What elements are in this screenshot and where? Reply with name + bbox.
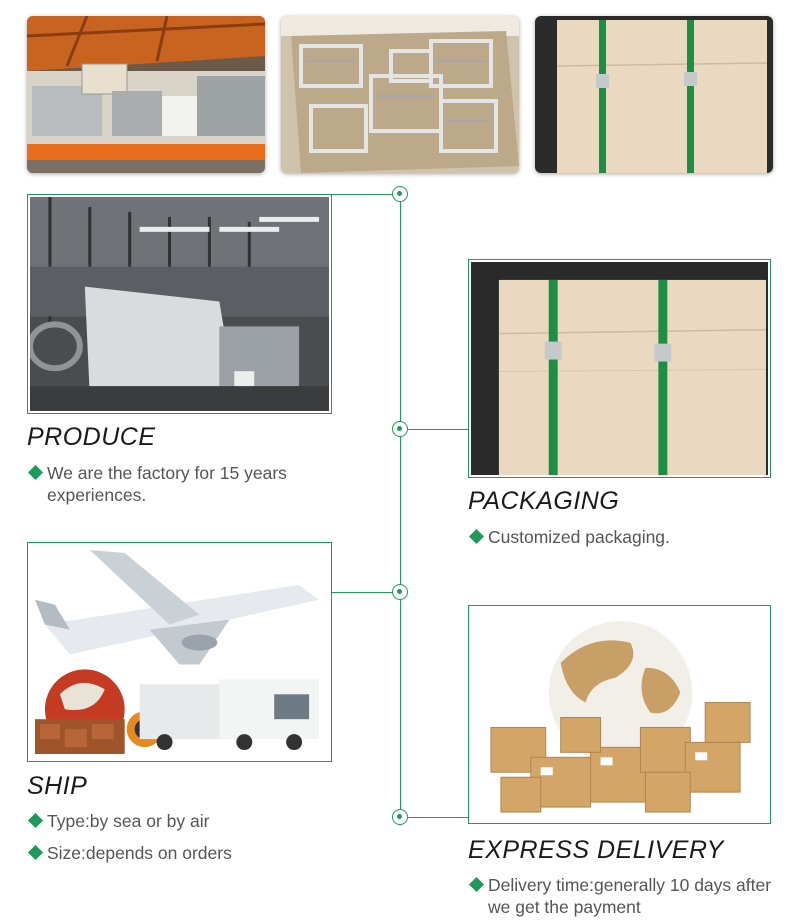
connector-packaging — [400, 429, 468, 430]
strapped-wooden-box-photo — [468, 259, 771, 478]
connector-express — [400, 817, 468, 818]
timeline-line — [400, 194, 401, 818]
ship-bullet-size-text: Size:depends on orders — [47, 843, 232, 863]
connector-ship — [332, 592, 400, 593]
factory-machine-photo — [27, 194, 332, 414]
express-bullet-text: Delivery time:generally 10 days after we… — [488, 875, 772, 917]
section-title-packaging: PACKAGING — [468, 487, 620, 515]
ship-bullet-type: Type:by sea or by air — [27, 810, 337, 832]
connector-produce — [332, 194, 400, 195]
airplane-truck-globe-photo — [27, 542, 332, 762]
ship-bullet-size: Size:depends on orders — [27, 842, 337, 864]
packaging-bullet-text: Customized packaging. — [488, 527, 670, 547]
section-title-produce: PRODUCE — [27, 423, 156, 451]
produce-bullet: We are the factory for 15 years experien… — [27, 462, 337, 506]
produce-bullet-text: We are the factory for 15 years experien… — [47, 463, 287, 505]
warehouse-shelves-photo — [27, 16, 265, 173]
timeline-node-packaging — [392, 421, 408, 437]
ship-bullet-type-text: Type:by sea or by air — [47, 811, 210, 831]
timeline-node-express — [392, 809, 408, 825]
timeline-node-ship — [392, 584, 408, 600]
express-bullet: Delivery time:generally 10 days after we… — [468, 874, 788, 918]
strapped-wooden-box-photo-small — [535, 16, 773, 173]
plastic-parts-box-photo — [281, 16, 519, 173]
timeline-node-produce — [392, 186, 408, 202]
section-title-express: EXPRESS DELIVERY — [468, 836, 724, 864]
packaging-bullet: Customized packaging. — [468, 526, 778, 548]
globe-cardboard-boxes-photo — [468, 605, 771, 824]
section-title-ship: SHIP — [27, 772, 88, 800]
